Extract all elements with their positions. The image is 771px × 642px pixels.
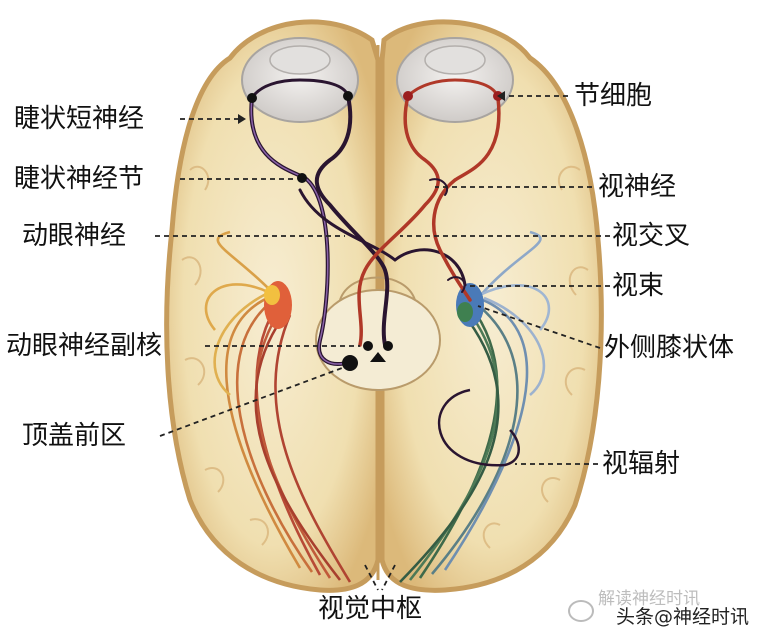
- oculomotor-accessory-nucleus-dot: [363, 341, 373, 351]
- label-optic-nerve: 视神经: [598, 172, 677, 202]
- optic-pathway-red: [357, 78, 501, 347]
- ganglion-cell-dot: [403, 91, 413, 101]
- label-visual-center: 视觉中枢: [318, 594, 423, 624]
- ciliary-ganglion-dot: [297, 173, 307, 183]
- watermark-text: 头条@神经时讯: [616, 606, 750, 628]
- watermark-icon: [568, 600, 594, 622]
- optic-radiation-left: [204, 230, 352, 583]
- label-lateral-geniculate-body: 外侧膝状体: [604, 333, 735, 363]
- label-optic-radiation: 视辐射: [602, 449, 681, 479]
- pretectal-area-dot: [342, 355, 358, 371]
- leader-lines: [155, 95, 610, 591]
- radiation-loop: [437, 388, 520, 467]
- ciliary-short-nerve-dot: [247, 93, 257, 103]
- label-optic-tract: 视束: [612, 271, 665, 301]
- pupillary-pathway-dark: [249, 78, 467, 366]
- watermark-faint: 解读神经时讯: [598, 589, 700, 609]
- label-ciliary-ganglion: 睫状神经节: [14, 164, 145, 194]
- label-pretectal-area: 顶盖前区: [22, 421, 127, 451]
- label-ciliary-short-nerve: 睫状短神经: [14, 104, 145, 134]
- label-ganglion-cell: 节细胞: [574, 81, 653, 111]
- label-oculomotor-accessory-nucleus: 动眼神经副核: [6, 331, 163, 361]
- label-oculomotor-nerve: 动眼神经: [22, 221, 127, 251]
- label-optic-chiasm: 视交叉: [612, 221, 691, 251]
